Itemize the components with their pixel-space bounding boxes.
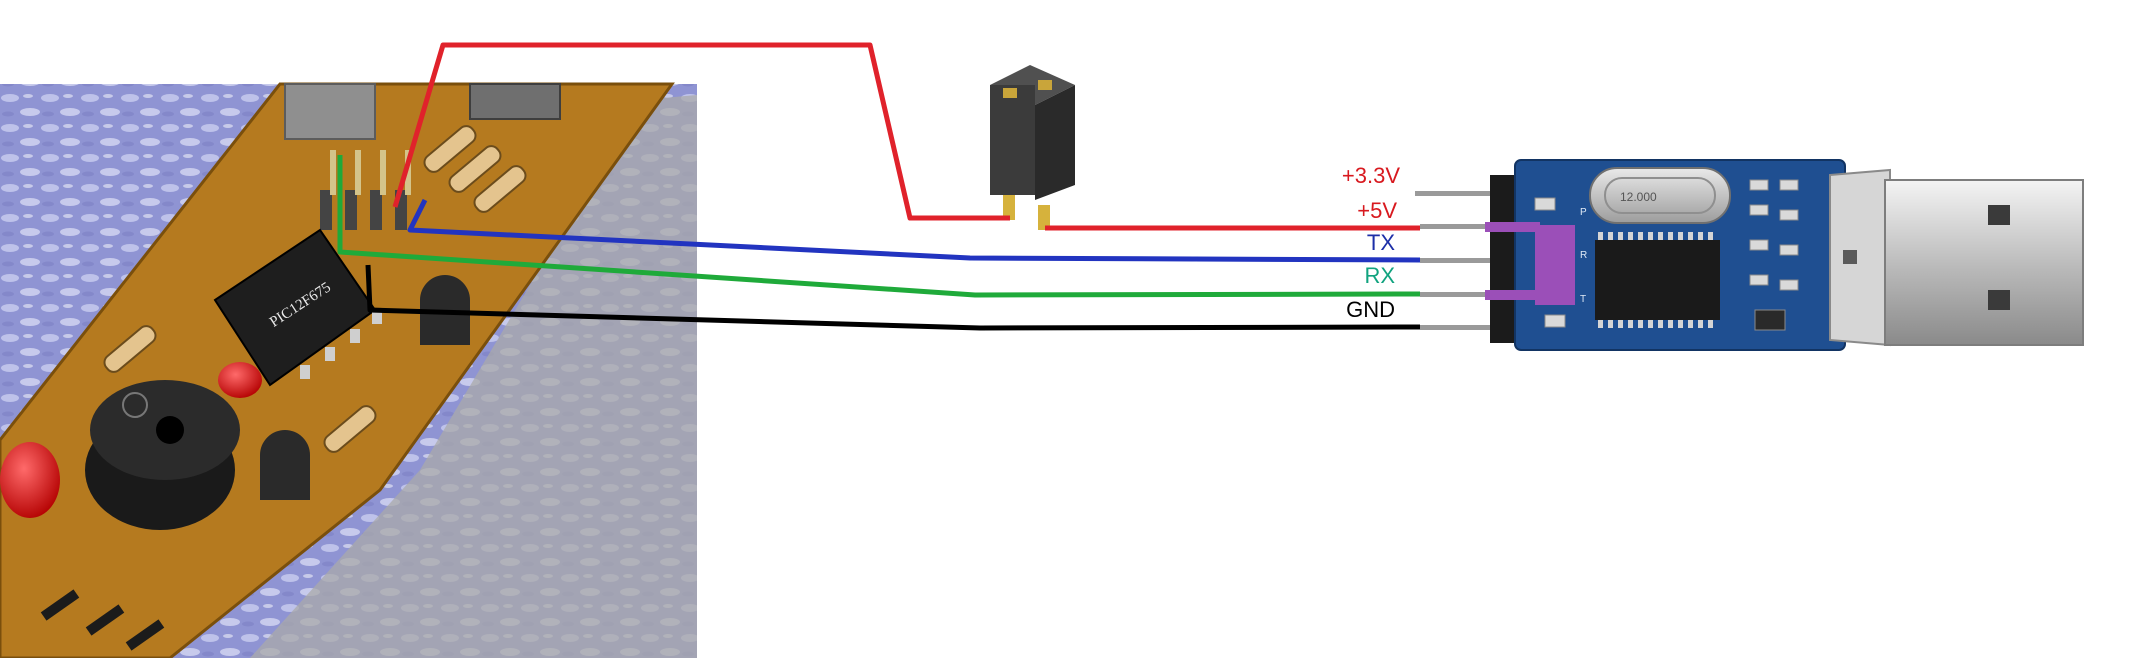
purple-jumper bbox=[1535, 225, 1575, 305]
usb-chip bbox=[1595, 232, 1720, 328]
bottom-components bbox=[40, 589, 165, 651]
silk-label-t: T bbox=[1580, 294, 1586, 305]
silk-label-r: R bbox=[1580, 250, 1587, 261]
pin-label-rx: RX bbox=[1364, 263, 1395, 288]
wire-red-vcc bbox=[392, 42, 1010, 221]
smd-components bbox=[1534, 179, 1799, 331]
wire-black-gnd bbox=[365, 264, 1421, 331]
usb-adapter: P R T 12.000 bbox=[1342, 159, 2084, 351]
pin-label-tx: TX bbox=[1367, 230, 1395, 255]
pcb-photo: PIC12F675 bbox=[0, 82, 697, 658]
header-connector bbox=[284, 83, 376, 140]
pin-label-3v3: +3.3V bbox=[1342, 163, 1400, 188]
wire-green-rx bbox=[337, 155, 1421, 298]
usb-plug bbox=[1829, 168, 2084, 347]
jumper-block bbox=[990, 65, 1075, 230]
foil-surface bbox=[250, 95, 697, 658]
wires bbox=[337, 42, 1421, 331]
crystal-marking: 12.000 bbox=[1620, 190, 1657, 204]
crystal: 12.000 bbox=[1589, 167, 1731, 224]
wire-blue-tx bbox=[407, 198, 1421, 263]
pin-label-5v: +5V bbox=[1357, 198, 1397, 223]
pin-label-gnd: GND bbox=[1346, 297, 1395, 322]
red-led bbox=[0, 362, 262, 518]
resistors bbox=[103, 125, 527, 453]
buzzer bbox=[85, 380, 240, 530]
silk-label-p: P bbox=[1580, 207, 1587, 218]
pic-chip: PIC12F675 bbox=[213, 228, 382, 387]
usb-header-pins bbox=[1415, 191, 1505, 330]
